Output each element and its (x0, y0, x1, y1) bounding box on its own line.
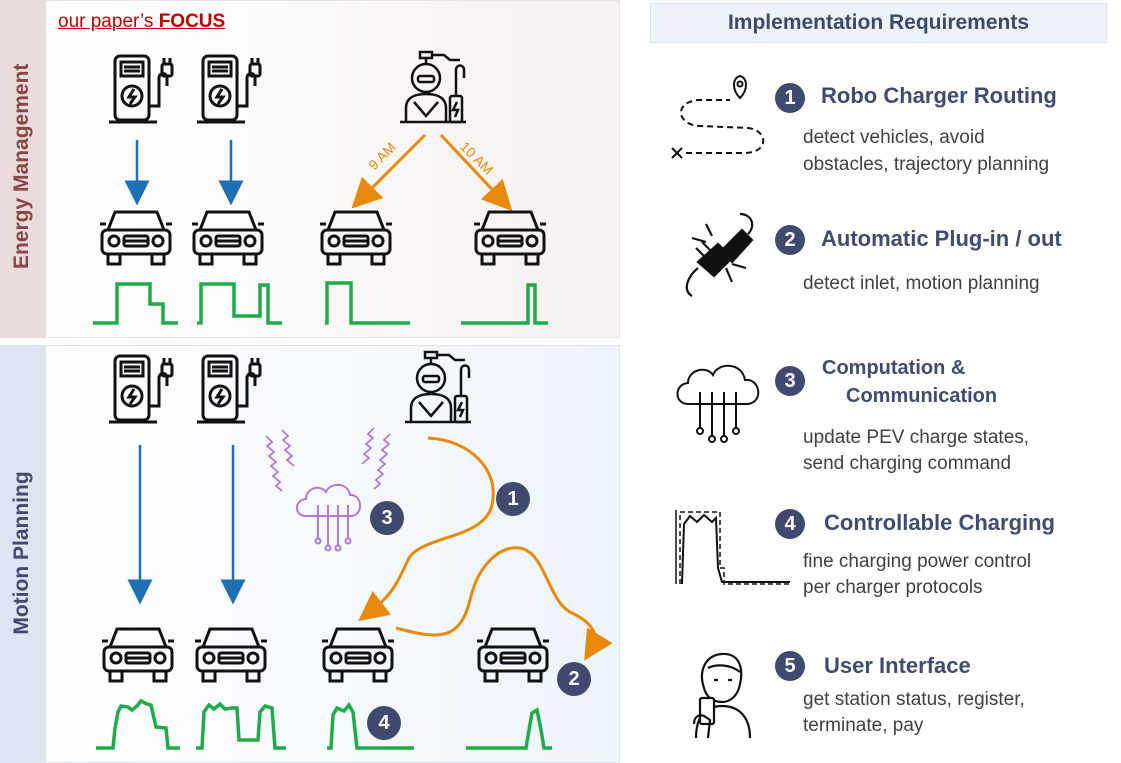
cloud-computing-icon (676, 364, 760, 443)
robot-charger-icon-mp (403, 350, 473, 424)
wireless-signal-left (265, 435, 283, 492)
req-3-desc-line-1: update PEV charge states, (803, 427, 1030, 448)
wireless-signal-right (373, 433, 391, 490)
charger-icon-em-2 (195, 54, 262, 124)
robot-charger-icon-em (398, 50, 468, 124)
req-5-title: User Interface (824, 653, 971, 678)
badge-4-charging: 4 (367, 706, 401, 740)
req-2-number: 2 (775, 225, 805, 255)
wireless-signal-left-b (281, 429, 295, 467)
car-icon-em-2 (190, 210, 266, 266)
robot-route-to-car-3 (358, 436, 495, 622)
charger-icon-mp-2 (195, 354, 262, 424)
car-icon-mp-3 (320, 627, 396, 683)
route-path-icon (671, 74, 765, 159)
car-icon-em-4 (472, 210, 548, 266)
charging-profile-em-1 (93, 282, 178, 325)
car-icon-em-3 (318, 210, 394, 266)
req-3-number: 3 (775, 366, 805, 396)
req-1-number: 1 (775, 83, 805, 113)
car-icon-em-1 (98, 210, 174, 266)
orange-arrow-10am (439, 133, 513, 211)
robot-route-to-car-4 (395, 546, 613, 661)
plug-icon (685, 212, 754, 297)
charging-profile-mp-4 (466, 707, 552, 750)
car-icon-mp-1 (100, 627, 176, 683)
charging-profile-em-4 (461, 283, 548, 325)
charger-icon-mp-1 (107, 354, 174, 424)
motion-planning-side-band (0, 345, 46, 763)
charging-profile-em-2 (197, 282, 282, 325)
req-5-desc-line-2: terminate, pay (803, 715, 924, 736)
req-5-number: 5 (775, 651, 805, 681)
badge-3-computation: 3 (370, 501, 404, 535)
requirements-header: Implementation Requirements (650, 3, 1107, 43)
charging-profile-mp-3 (327, 701, 414, 750)
charging-profile-em-3 (325, 281, 410, 325)
phone-user-icon (692, 652, 752, 739)
energy-management-side-band (0, 0, 46, 338)
car-icon-mp-2 (193, 627, 269, 683)
req-2-title: Automatic Plug-in / out (821, 226, 1062, 251)
req-4-number: 4 (775, 509, 805, 539)
power-profile-icon (675, 510, 790, 585)
energy-management-panel (0, 0, 620, 338)
badge-1-routing: 1 (496, 482, 530, 516)
badge-2-plug: 2 (557, 662, 591, 696)
req-1-desc-line-2: obstacles, trajectory planning (803, 154, 1050, 175)
req-1-desc-line-1: detect vehicles, avoid (803, 127, 985, 148)
paper-focus-note: our paper’s FOCUS (58, 11, 226, 32)
req-4-desc-line-2: per charger protocols (803, 577, 983, 598)
req-1-title: Robo Charger Routing (821, 83, 1057, 108)
req-3-desc-line-2: send charging command (803, 453, 1012, 474)
orange-arrow-9am (351, 133, 427, 209)
req-3-title-line-1: Computation & (822, 357, 966, 379)
req-4-title: Controllable Charging (824, 510, 1055, 535)
cloud-computing-icon-mp (296, 483, 361, 552)
req-4-desc-line-1: fine charging power control (803, 551, 1032, 572)
charging-profile-mp-2 (196, 701, 286, 750)
req-3-title-line-2: Communication (846, 385, 998, 407)
wireless-signal-right-b (361, 427, 375, 465)
charging-profile-mp-1 (96, 698, 180, 750)
charger-icon-em-1 (107, 54, 174, 124)
req-5-desc-line-1: get station status, register, (803, 689, 1025, 710)
car-icon-mp-4 (475, 627, 551, 683)
req-2-desc-line-1: detect inlet, motion planning (803, 273, 1040, 294)
